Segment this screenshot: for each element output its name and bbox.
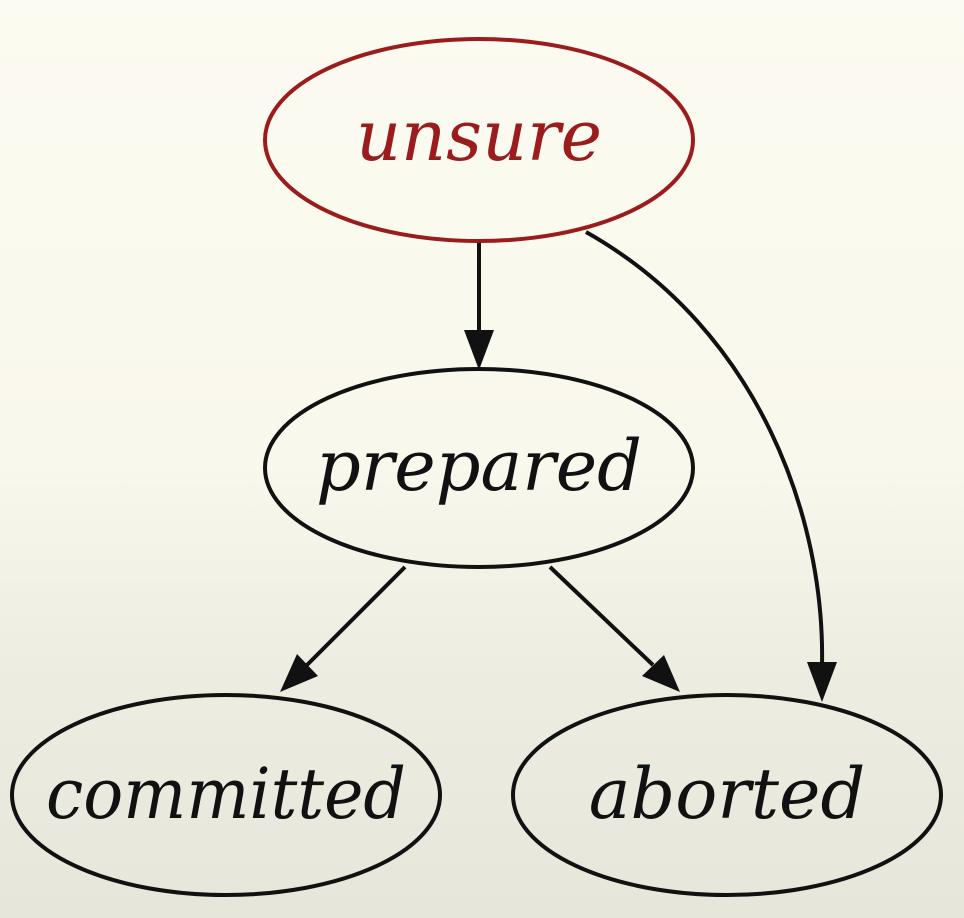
- edge-prepared-to-committed: [305, 565, 407, 667]
- node-aborted-label: aborted: [589, 753, 866, 835]
- edge-prepared-arrowhead-aborted: [642, 655, 680, 692]
- node-aborted: aborted: [511, 693, 943, 897]
- node-unsure-label: unsure: [356, 95, 602, 177]
- node-prepared-shape: [263, 367, 695, 569]
- edges: [280, 230, 837, 702]
- node-committed-shape: [10, 693, 442, 897]
- node-committed: committed: [10, 693, 442, 897]
- node-committed-label: committed: [46, 753, 406, 835]
- node-prepared-label: prepared: [316, 425, 642, 507]
- edge-unsure-arrowhead-aborted: [807, 662, 837, 702]
- edge-unsure-to-aborted: [585, 230, 825, 666]
- edge-prepared-to-aborted: [548, 565, 655, 667]
- node-unsure: unsure: [263, 37, 695, 243]
- edge-unsure-arrowhead-prepared: [464, 330, 494, 370]
- edge-prepared-arrowhead-committed: [280, 654, 318, 692]
- node-unsure-shape: [263, 37, 695, 243]
- node-aborted-shape: [511, 693, 943, 897]
- node-prepared: prepared: [263, 367, 695, 569]
